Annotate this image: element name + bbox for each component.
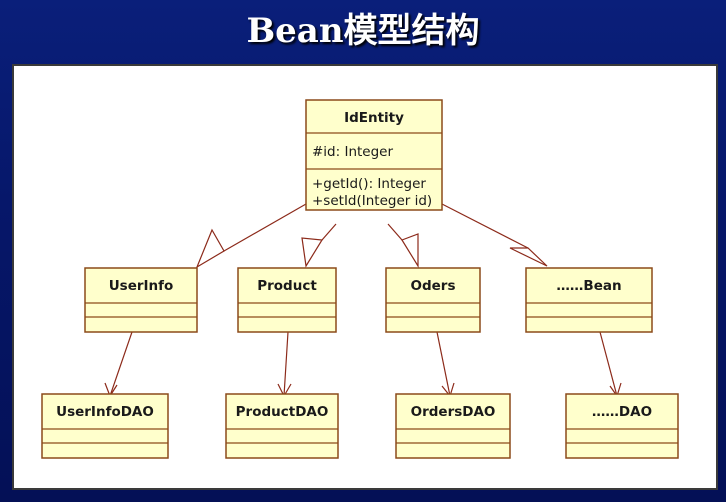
generalization-product [301,223,337,268]
slide-title: Bean模型结构 [246,11,480,51]
class-userinfo-name: UserInfo [109,278,174,294]
class-identity-attribute: #id: Integer [312,144,393,160]
class-dao-name: ……DAO [592,404,652,420]
generalization-userinfo [195,203,307,269]
class-userinfo: UserInfo [84,267,198,333]
class-identity-name: IdEntity [344,110,404,126]
class-ordersdao: OrdersDAO [395,393,511,459]
generalization-connectors [195,203,548,269]
generalization-bean [441,203,548,267]
class-identity-operation-setid: +setId(Integer id) [312,193,432,209]
class-ordersdao-name: OrdersDAO [411,404,496,420]
generalization-oders [387,223,419,269]
class-productdao-name: ProductDAO [236,404,329,420]
class-userinfodao: UserInfoDAO [41,393,169,459]
association-oders-dao [436,331,455,398]
class-bean-name: ……Bean [556,278,621,294]
uml-diagram: IdEntity #id: Integer +getId(): Integer … [41,99,679,459]
class-identity-operation-getid: +getId(): Integer [312,176,426,192]
association-product-dao [277,331,292,398]
uml-diagram-panel: IdEntity #id: Integer +getId(): Integer … [12,64,718,490]
association-bean-dao [599,331,622,398]
class-oders: Oders [385,267,481,333]
class-product: Product [237,267,337,333]
class-identity: IdEntity #id: Integer +getId(): Integer … [305,99,443,211]
class-dao: ……DAO [565,393,679,459]
class-product-name: Product [257,278,317,294]
class-productdao: ProductDAO [225,393,339,459]
class-userinfodao-name: UserInfoDAO [56,404,154,420]
class-bean: ……Bean [525,267,653,333]
class-oders-name: Oders [411,278,456,294]
association-connectors [104,331,622,398]
association-userinfo-dao [104,331,133,398]
